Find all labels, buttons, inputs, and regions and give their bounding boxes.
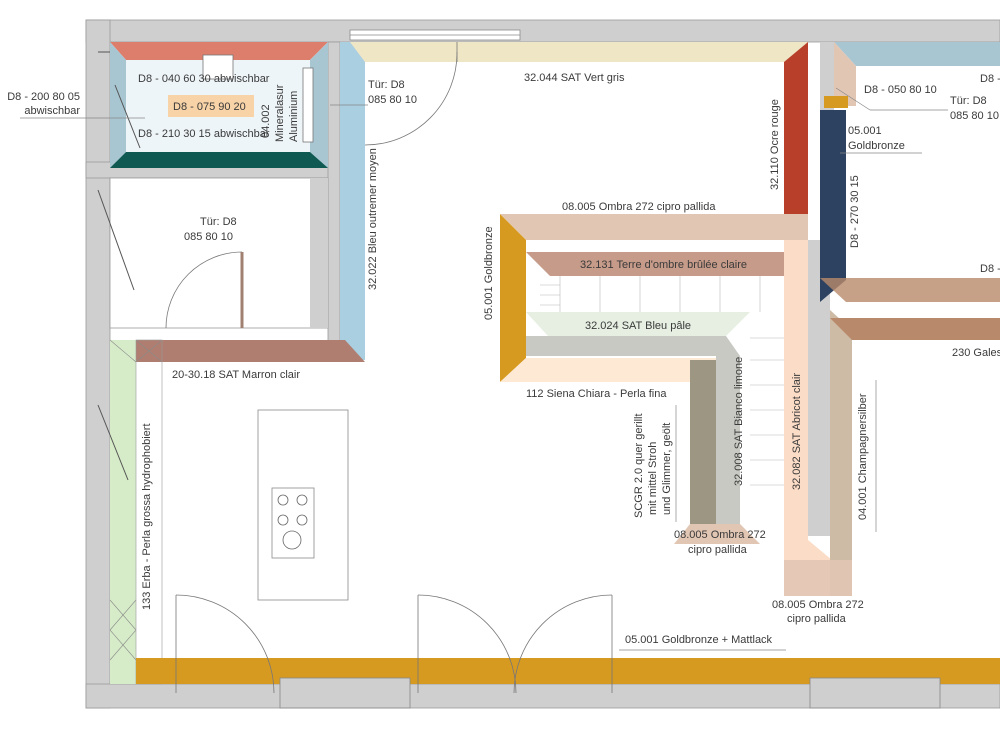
mineral-label-a: 04.002 [260,104,272,138]
door1-label-b: 085 80 10 [368,94,417,106]
goldbronze-floor-label: 05.001 Goldbronze + Mattlack [625,634,773,646]
kitchen-island [257,409,349,601]
right-code-d: D8 - 270 30 15 [849,175,861,248]
ombra-top-label: 08.005 Ombra 272 cipro pallida [562,201,716,213]
right-rooms [820,42,1000,340]
ocre-rouge-wall [784,42,808,240]
scgr-label-b: mit mittel Stroh [647,442,659,515]
wc-bottom-label: D8 - 210 30 15 abwischbar [138,128,270,140]
bianco-label: 32.008 SAT Bianco limone [733,357,745,486]
vert-gris-label: 32.044 SAT Vert gris [524,72,625,84]
abricot-label: 32.082 SAT Abricot clair [791,373,803,490]
marron-label: 20-30.18 SAT Marron clair [172,369,300,381]
left-code-b: abwischbar [24,105,80,117]
right-code-b: 05.001 [848,125,882,137]
ocre-rouge-label: 32.110 Ocre rouge [769,99,781,190]
champagner-label: 04.001 Champagnersilber [857,393,869,520]
terre-ombre-label: 32.131 Terre d'ombre brûlée claire [580,259,747,271]
edge-mid-label: D8 - [980,263,1000,275]
door3-label-a: Tür: D8 [950,95,987,107]
right-code-c: Goldbronze [848,140,905,152]
vert-gris-wall [350,42,808,62]
mineral-label-c: Aluminium [288,91,300,142]
door2-label-a: Tür: D8 [200,216,237,228]
galestro-label: 230 Gales [952,347,1000,359]
goldbronze-side-label: 05.001 Goldbronze [483,226,495,320]
leader-lines [20,87,948,651]
door2-label-b: 085 80 10 [184,231,233,243]
right-code-a: D8 - 050 80 10 [864,84,937,96]
ombra-mid-label-b: cipro pallida [688,544,748,556]
ombra-mid-label-a: 08.005 Ombra 272 [674,529,766,541]
erba-wall [97,339,163,685]
marron-clair-wall [110,340,365,362]
corridor-door [364,42,458,146]
door1-label-a: Tür: D8 [368,79,405,91]
left-code-a: D8 - 200 80 05 [7,91,80,103]
siena-label: 112 Siena Chiara - Perla fina [526,388,667,400]
wc-glass [98,51,141,149]
wc-top-label: D8 - 040 60 30 abwischbar [138,73,270,85]
stair-block [500,214,852,596]
erba-label: 133 Erba - Perla grossa hydrophobiert [141,424,153,611]
goldbronze-floor [136,594,1000,709]
bleu-outremer-label: 32.022 Bleu outremer moyen [367,148,379,290]
door3-label-b: 085 80 10 [950,110,999,122]
wc-mid-label: D8 - 075 90 20 [173,101,246,113]
bleu-outremer-wall [340,42,365,360]
ombra-bot-label-b: cipro pallida [787,613,847,625]
scgr-label-a: SCGR 2.0 quer gerillt [633,413,645,518]
top-window [349,29,521,41]
wc-room [110,42,328,168]
edge-top-label: D8 - [980,73,1000,85]
mineral-label-b: Mineralasur [274,84,286,142]
left-room [97,177,329,329]
bleu-pale-label: 32.024 SAT Bleu pâle [585,320,691,332]
ombra-bot-label-a: 08.005 Ombra 272 [772,599,864,611]
scgr-label-c: und Glimmer, geölt [661,423,673,515]
